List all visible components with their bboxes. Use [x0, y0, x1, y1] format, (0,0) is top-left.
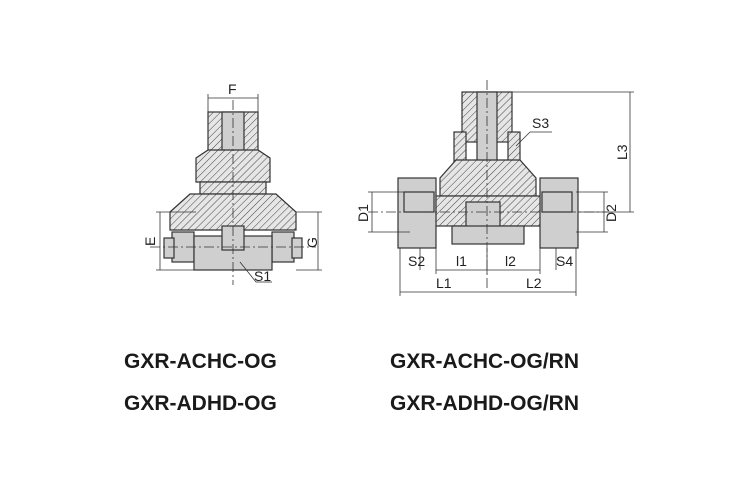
label-l2-small: l2: [505, 253, 516, 269]
left-tee-fitting: [150, 94, 322, 285]
label-s2: S2: [408, 253, 425, 269]
label-l3: L3: [614, 144, 630, 160]
label-l1-small: l1: [456, 253, 467, 269]
left-code-2: GXR-ADHD-OG: [124, 392, 277, 415]
right-tee-fitting: [368, 80, 634, 296]
label-g: G: [304, 237, 320, 248]
label-f: F: [228, 81, 237, 97]
label-d2: D2: [603, 204, 619, 222]
label-s3: S3: [532, 115, 549, 131]
label-s4: S4: [556, 253, 573, 269]
right-code-1: GXR-ACHC-OG/RN: [390, 350, 579, 373]
label-e: E: [142, 237, 158, 246]
label-l2: L2: [526, 275, 542, 291]
label-s1: S1: [254, 268, 271, 284]
right-code-2: GXR-ADHD-OG/RN: [390, 392, 579, 415]
left-code-1: GXR-ACHC-OG: [124, 350, 277, 373]
label-l1: L1: [436, 275, 452, 291]
left-dimension-labels: F E G S1: [142, 81, 320, 284]
right-dimension-labels: S3 L3 D1 D2 S2 l1 l2 S4 L1 L2: [355, 115, 630, 291]
label-d1: D1: [355, 204, 371, 222]
